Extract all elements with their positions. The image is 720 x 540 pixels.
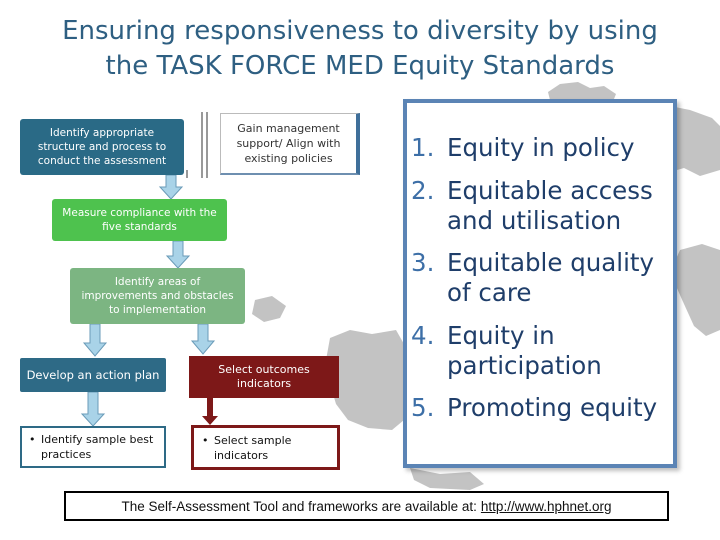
standard-text-line-1: Equity in policy <box>447 133 635 162</box>
standard-text-line-1: Equitable access <box>447 175 653 205</box>
standard-number: 1. <box>411 133 435 162</box>
step-identify-best-practices-label: Identify sample best practices <box>41 433 154 461</box>
standard-text-line-2: and utilisation <box>447 205 622 235</box>
step-gain-management-support: Gain management support/ Align with exis… <box>220 113 360 175</box>
step-identify-best-practices: • Identify sample best practices <box>20 426 166 468</box>
standard-text-line-1: Promoting equity <box>447 393 658 422</box>
standard-item-1: 1. Equity in policy <box>411 133 673 163</box>
bullet-marker: • <box>29 433 36 446</box>
step-select-outcomes-label: Select outcomes indicators <box>218 363 310 390</box>
best-practices-bullet-row: • Identify sample best practices <box>29 432 158 462</box>
step-measure-compliance-label: Measure compliance with the five standar… <box>62 207 217 233</box>
standard-number: 2. <box>411 175 435 205</box>
map-shape-west <box>326 330 404 430</box>
standard-text: Promoting equity <box>447 393 657 423</box>
standard-text: Equity in policy <box>447 133 635 163</box>
step-measure-compliance: Measure compliance with the five standar… <box>52 199 227 241</box>
title-line-2: the TASK FORCE MED Equity Standards <box>105 51 615 81</box>
footer-availability-note: The Self-Assessment Tool and frameworks … <box>64 491 669 521</box>
step-develop-action-plan-label: Develop an action plan <box>26 368 160 382</box>
page-title: Ensuring responsiveness to diversity by … <box>20 14 700 84</box>
step-identify-areas: Identify areas of improvements and obsta… <box>70 268 245 324</box>
hphnet-link[interactable]: http://www.hphnet.org <box>480 498 612 514</box>
standard-item-5: 5. Promoting equity <box>411 393 673 423</box>
standard-text-line-1: Equity in <box>447 320 555 350</box>
arrow-identify-to-action <box>82 323 108 357</box>
standard-number: 4. <box>411 320 435 350</box>
footer-text: The Self-Assessment Tool and frameworks … <box>121 498 477 514</box>
sample-indicators-bullet-row: • Select sample indicators <box>202 433 331 463</box>
title-line-1: Ensuring responsiveness to diversity by … <box>62 16 658 46</box>
bullet-marker: • <box>202 433 209 447</box>
standard-number: 3. <box>411 248 435 277</box>
arrow-action-to-sample <box>80 391 106 427</box>
standard-text-line-2: participation <box>447 350 602 380</box>
map-shape-bottom <box>410 468 484 490</box>
step-develop-action-plan: Develop an action plan <box>20 358 166 392</box>
step-identify-structure-label: Identify appropriate structure and proce… <box>37 127 167 167</box>
step-identify-areas-label: Identify areas of improvements and obsta… <box>81 276 234 316</box>
step-select-sample-indicators: • Select sample indicators <box>191 425 340 470</box>
arrow-measure-to-identify <box>165 240 191 269</box>
arrow-structure-to-measure <box>158 174 184 200</box>
arrow-outcomes-to-indicators <box>202 398 218 425</box>
map-shape-southwest <box>252 296 286 322</box>
step-gain-management-support-label: Gain management support/ Align with exis… <box>236 122 341 165</box>
arrow-identify-to-outcomes <box>190 323 216 355</box>
step-select-outcomes: Select outcomes indicators <box>189 356 339 398</box>
map-shape-southeast <box>672 244 720 336</box>
step-select-sample-indicators-label: Select sample indicators <box>214 433 292 462</box>
step-identify-structure: Identify appropriate structure and proce… <box>20 119 184 175</box>
standard-text-line-1: Equitable quality <box>447 248 655 277</box>
standard-number: 5. <box>411 393 435 422</box>
standard-text-line-2: of care <box>447 278 532 307</box>
